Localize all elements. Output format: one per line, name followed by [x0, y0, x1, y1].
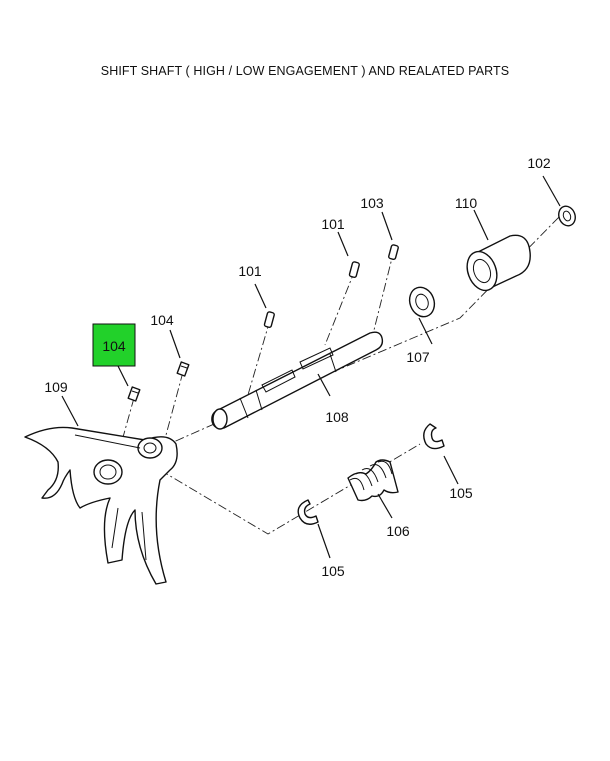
callout-101a[interactable]: 101: [321, 216, 345, 232]
callout-101b[interactable]: 101: [238, 263, 262, 279]
screw-104a[interactable]: [176, 361, 190, 377]
washer-102[interactable]: [556, 204, 578, 228]
spring-106[interactable]: [347, 459, 399, 502]
callout-102[interactable]: 102: [527, 155, 551, 171]
highlight-box: [92, 323, 136, 367]
callouts: 102 110 103 101 101 104 104 107 109 108 …: [44, 155, 551, 579]
pin-103[interactable]: [388, 244, 399, 261]
callout-110[interactable]: 110: [455, 195, 478, 211]
bushing-110[interactable]: [462, 234, 531, 294]
screw-104b[interactable]: [127, 386, 141, 402]
leader-lines: [61, 175, 561, 559]
callout-103[interactable]: 103: [360, 195, 384, 211]
callout-107[interactable]: 107: [406, 349, 430, 365]
callout-106[interactable]: 106: [386, 523, 410, 539]
shift-shaft-108[interactable]: [211, 331, 384, 430]
callout-105b[interactable]: 105: [321, 563, 345, 579]
callout-105a[interactable]: 105: [449, 485, 473, 501]
snap-ring-105a[interactable]: [297, 499, 319, 525]
callout-109[interactable]: 109: [44, 379, 68, 395]
shift-fork-109[interactable]: [24, 426, 178, 585]
callout-108[interactable]: 108: [325, 409, 349, 425]
callout-104b[interactable]: 104: [102, 338, 126, 354]
washer-107[interactable]: [406, 284, 439, 320]
pin-101b[interactable]: [348, 261, 360, 279]
diagram-title: SHIFT SHAFT ( HIGH / LOW ENGAGEMENT ) AN…: [100, 64, 510, 78]
callout-104a[interactable]: 104: [150, 312, 174, 328]
pin-101a[interactable]: [263, 311, 275, 329]
snap-ring-105b[interactable]: [423, 423, 445, 450]
